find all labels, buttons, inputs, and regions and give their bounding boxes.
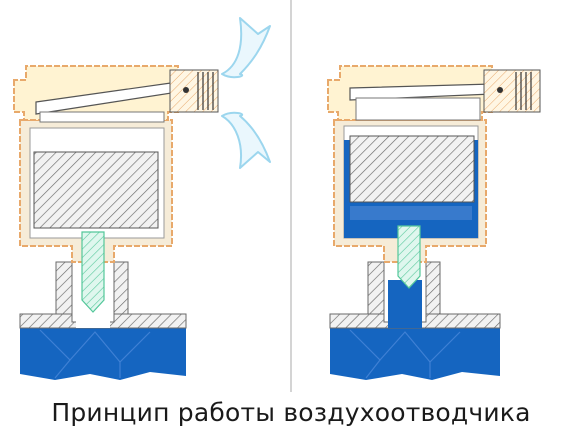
left-pipe-water-facets xyxy=(39,329,151,379)
diagram-caption: Принцип работы воздухоотводчика xyxy=(51,398,531,427)
left-panel-valve-open xyxy=(13,17,271,380)
right-pipe-water xyxy=(330,328,500,380)
left-lever-block xyxy=(39,111,165,123)
left-float xyxy=(33,151,159,229)
left-pipe-water xyxy=(20,328,186,380)
right-panel-valve-closed xyxy=(327,65,541,380)
left-float-stem xyxy=(81,231,105,313)
air-escape-arrow-upper xyxy=(221,17,271,79)
right-lever-block xyxy=(355,97,481,121)
right-pipe-water-facets xyxy=(349,329,461,379)
right-float-stem xyxy=(397,225,421,289)
left-neck-fitting xyxy=(55,261,129,315)
air-escape-arrow-lower xyxy=(221,111,271,169)
left-valve-nipple xyxy=(169,69,219,113)
right-neck-fitting xyxy=(367,261,441,315)
right-float xyxy=(349,135,475,203)
